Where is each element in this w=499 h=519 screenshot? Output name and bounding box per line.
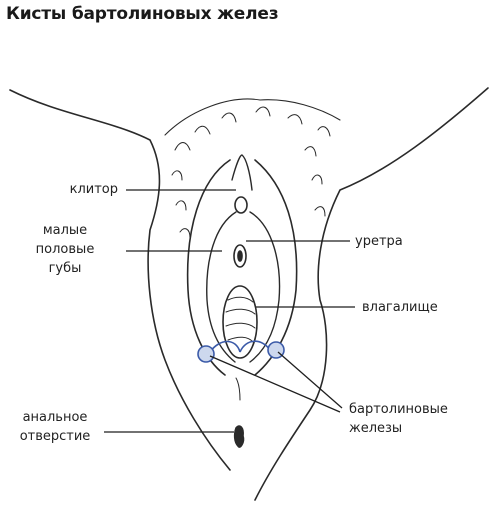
- label-labia-line3: губы: [48, 261, 82, 276]
- label-glands-line2: железы: [349, 421, 403, 436]
- labia-minora-right: [249, 211, 281, 363]
- vagina-shape: [222, 285, 258, 359]
- labia-minora-left: [206, 211, 237, 363]
- label-anus-line2: отверстие: [19, 429, 91, 444]
- clitoris-shape: [234, 196, 248, 214]
- label-urethra: уретра: [355, 234, 403, 249]
- outer-contour-left: [9, 89, 231, 471]
- outer-contour-right: [254, 87, 489, 501]
- gland-left: [197, 345, 215, 363]
- clitoral-hood: [231, 154, 253, 191]
- label-bartholin-glands: бартолиновые железы: [349, 400, 448, 438]
- label-vagina: влагалище: [362, 300, 438, 315]
- label-labia-line2: половые: [35, 242, 95, 257]
- leader-glands-1: [209, 355, 341, 413]
- label-glands-line1: бартолиновые: [349, 402, 448, 417]
- anus-shape: [233, 425, 245, 448]
- urethra-shape: [233, 244, 247, 268]
- label-labia-line1: малые: [42, 223, 88, 238]
- leader-glands-2: [277, 351, 343, 409]
- label-clitoris: клитор: [69, 182, 118, 197]
- label-labia-minora: малые половые губы: [0, 221, 130, 278]
- label-anus-line1: анальное: [22, 410, 88, 425]
- page-title: Кисты бартолиновых желез: [6, 4, 279, 24]
- label-anus: анальное отверстие: [0, 408, 110, 446]
